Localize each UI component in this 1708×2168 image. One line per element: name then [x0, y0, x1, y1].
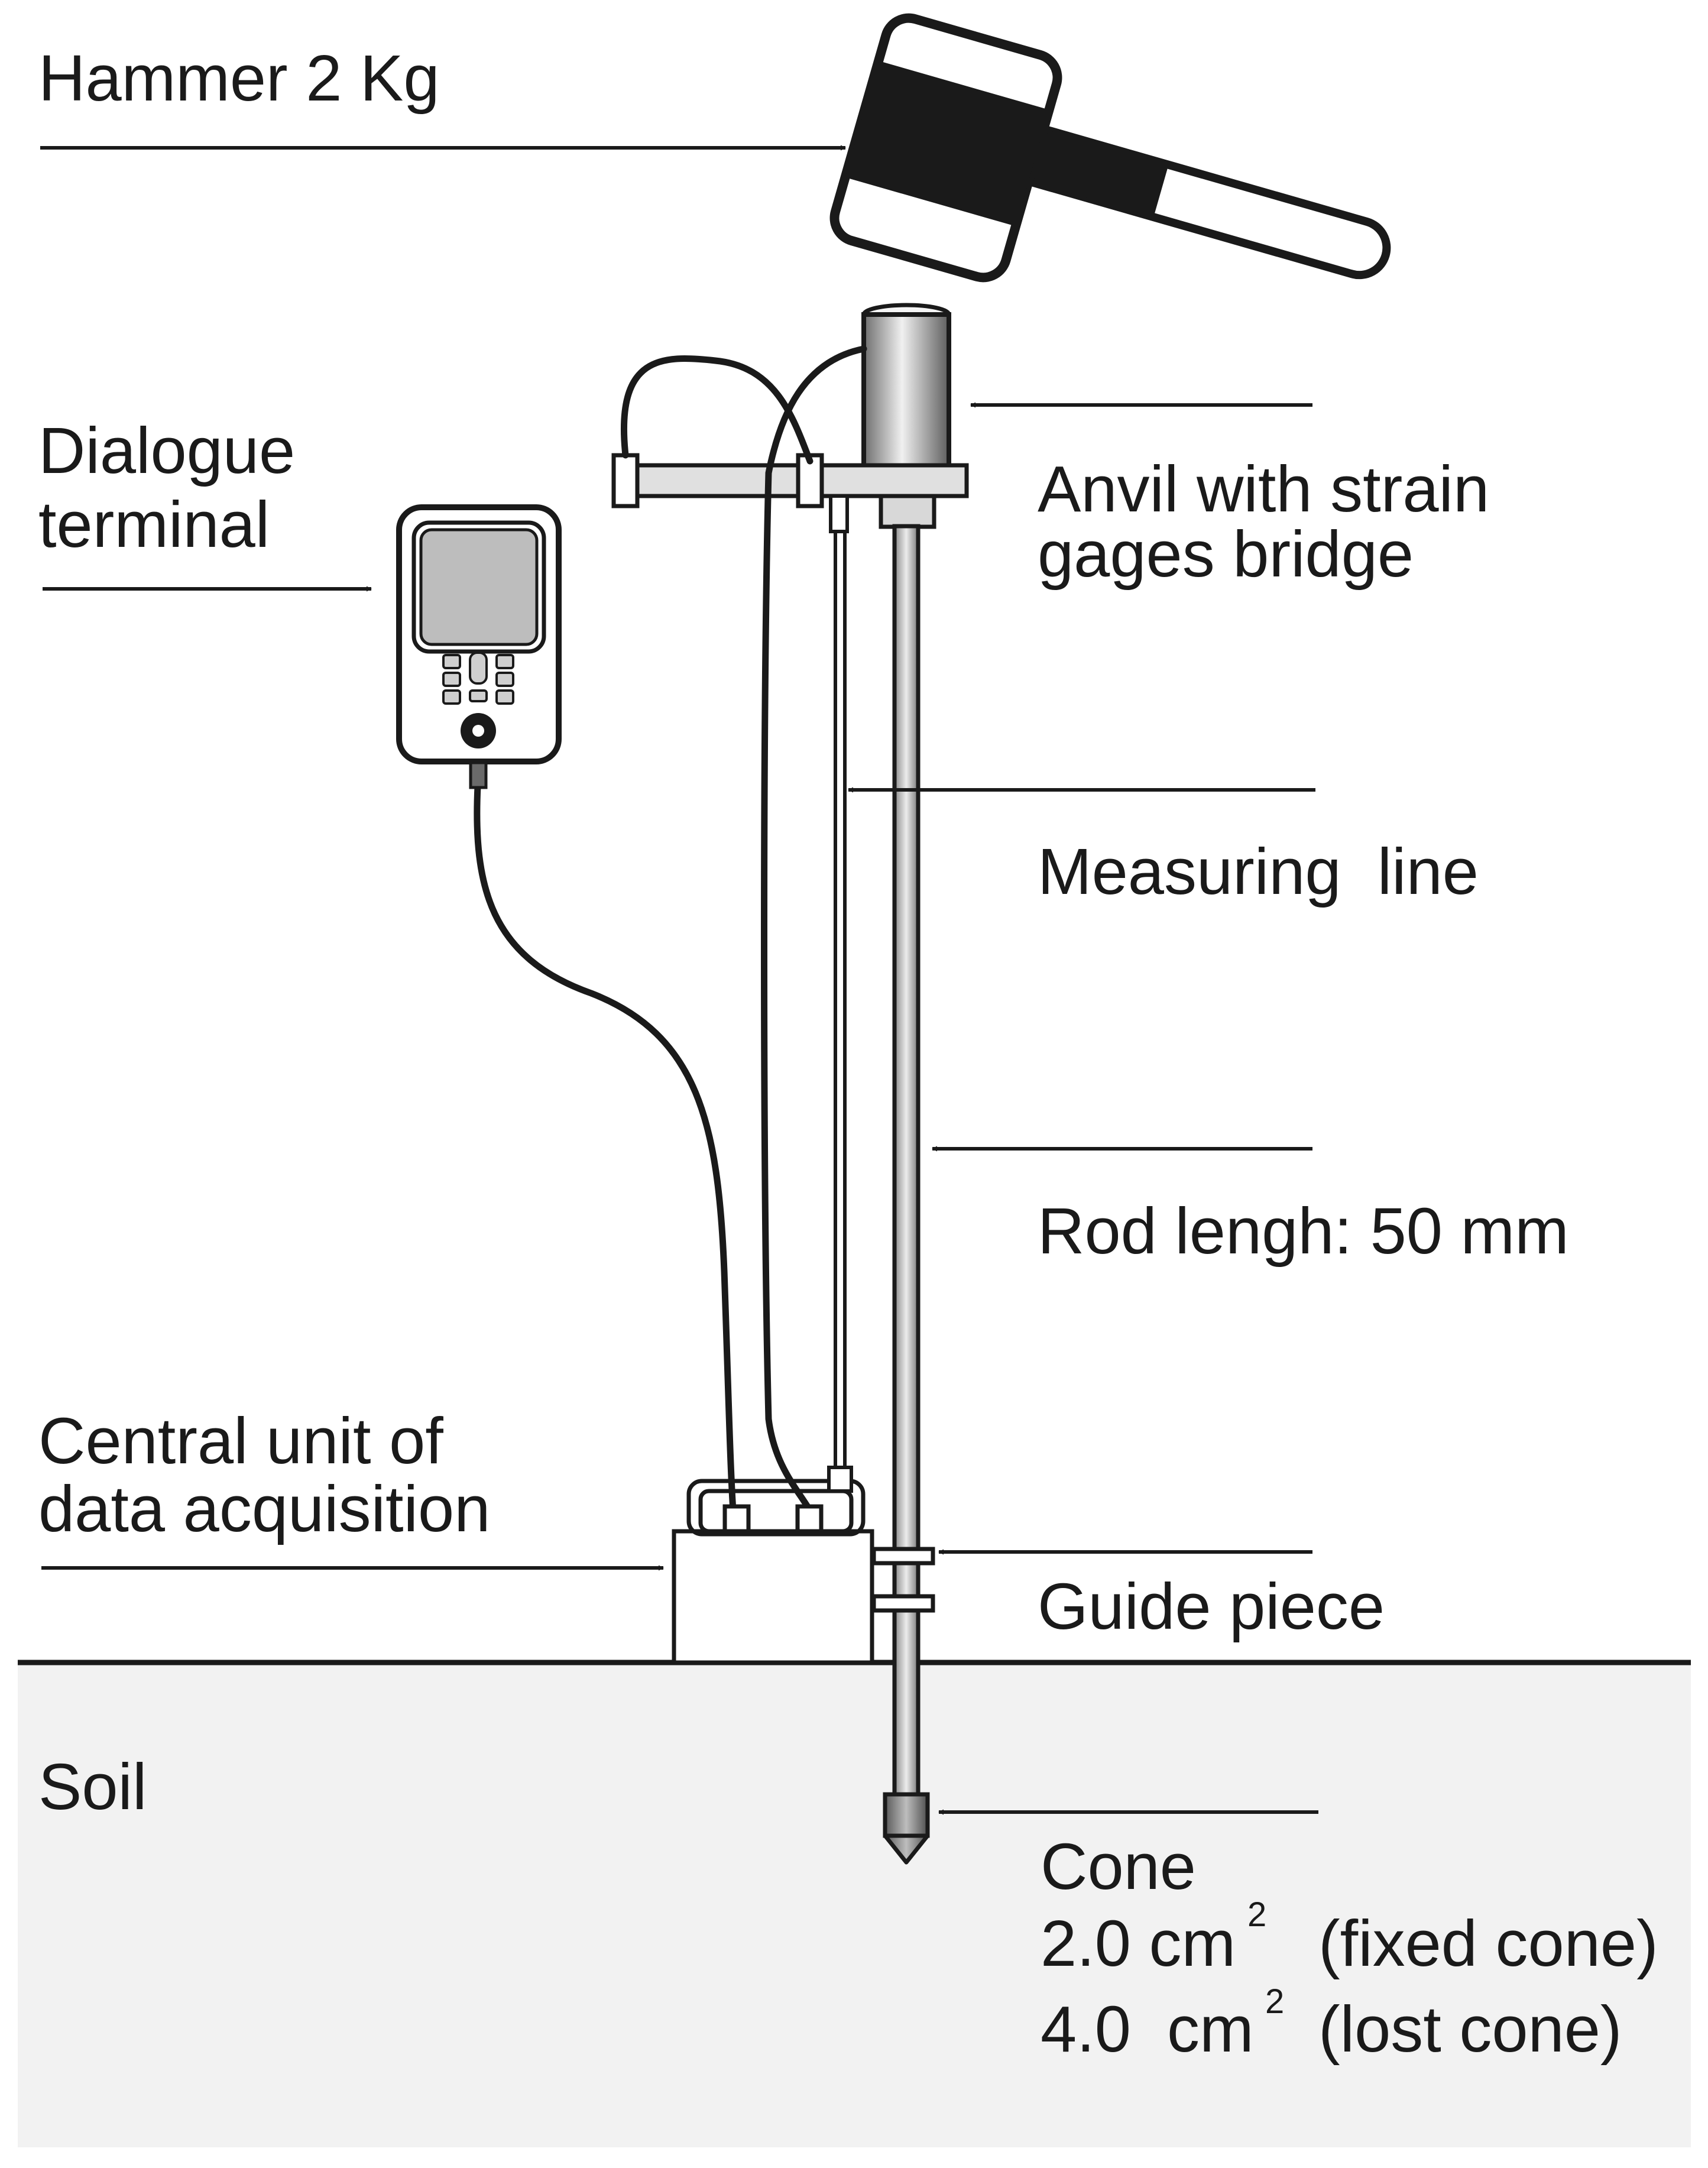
label-hammer: Hammer 2 Kg	[38, 42, 440, 115]
label-soil: Soil	[38, 1751, 147, 1823]
keypad	[442, 652, 514, 705]
label-anvil-2: gages bridge	[1038, 518, 1414, 591]
label-central-unit-1: Central unit of	[38, 1405, 443, 1477]
soil-region	[18, 1663, 1691, 2147]
label-measuring-line: Measuring line	[1038, 835, 1479, 908]
label-dialogue-terminal-2: terminal	[38, 488, 270, 561]
measuring-wire	[834, 532, 847, 1472]
cone	[883, 1792, 930, 1865]
dialogue-terminal	[396, 504, 562, 789]
label-cone-lost-value: 4.0 cm	[1041, 1993, 1254, 2066]
central-unit	[672, 1466, 874, 1665]
label-cone-lost-note: (lost cone)	[1318, 1993, 1622, 2066]
cables	[474, 345, 867, 1514]
label-cone-fixed-note: (fixed cone)	[1318, 1907, 1658, 1980]
label-rod-length: Rod lengh: 50 mm	[1038, 1195, 1569, 1268]
guide-pieces	[871, 1547, 935, 1613]
label-guide-piece: Guide piece	[1038, 1570, 1385, 1643]
label-dialogue-terminal-1: Dialogue	[38, 414, 295, 487]
hammer	[829, 13, 1391, 283]
label-cone: Cone	[1041, 1830, 1196, 1903]
anvil	[861, 303, 951, 471]
label-cone-fixed-superscript: 2	[1247, 1895, 1266, 1934]
label-cone-fixed-value: 2.0 cm	[1041, 1907, 1236, 1980]
label-central-unit-2: data acquisition	[38, 1473, 490, 1545]
arrows	[40, 145, 1318, 1815]
cross-bar	[611, 453, 969, 533]
label-cone-lost-superscript: 2	[1265, 1982, 1284, 2021]
label-anvil-1: Anvil with strain	[1038, 453, 1489, 526]
